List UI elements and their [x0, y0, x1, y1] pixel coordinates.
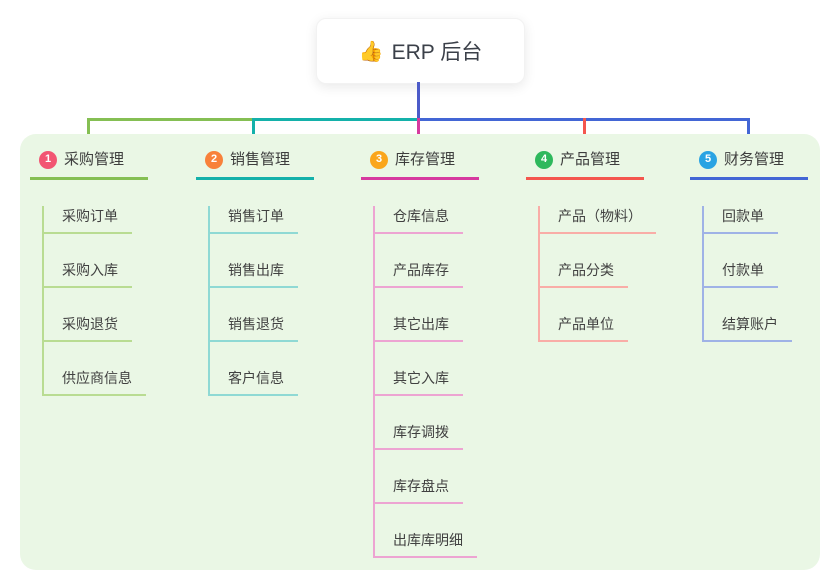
node-stock-count[interactable]: 库存盘点: [375, 476, 463, 504]
node-product-material[interactable]: 产品（物料）: [540, 206, 656, 234]
node-purchase-order[interactable]: 采购订单: [44, 206, 132, 234]
branch-label-text: 采购管理: [64, 151, 125, 168]
connector-root-drop: [417, 82, 420, 121]
branch-purchase-label[interactable]: 1 采购管理: [30, 150, 148, 180]
connector-drop-branch4: [583, 118, 586, 148]
root-title: ERP 后台: [391, 41, 483, 64]
node-stock-transfer[interactable]: 库存调拨: [375, 422, 463, 450]
node-sales-outbound[interactable]: 销售出库: [210, 260, 298, 288]
node-sales-return[interactable]: 销售退货: [210, 314, 298, 342]
node-other-inbound[interactable]: 其它入库: [375, 368, 463, 396]
badge-1: 1: [39, 150, 57, 169]
branch-product-children: 产品（物料） 产品分类 产品单位: [538, 206, 656, 342]
node-receipt-bill[interactable]: 回款单: [704, 206, 778, 234]
branch-sales-label[interactable]: 2 销售管理: [196, 150, 314, 180]
connector-bus-left: [87, 118, 253, 121]
branch-finance-label[interactable]: 5 财务管理: [690, 150, 808, 180]
node-product-category[interactable]: 产品分类: [540, 260, 628, 288]
branch-label-text: 库存管理: [395, 151, 456, 168]
branch-finance: 5 财务管理 回款单 付款单 结算账户: [690, 150, 808, 342]
node-product-unit[interactable]: 产品单位: [540, 314, 628, 342]
badge-5: 5: [699, 150, 717, 169]
node-supplier-info[interactable]: 供应商信息: [44, 368, 146, 396]
badge-3: 3: [370, 150, 388, 169]
branch-sales-children: 销售订单 销售出库 销售退货 客户信息: [208, 206, 314, 396]
branches-panel: [20, 134, 820, 570]
branch-product-label[interactable]: 4 产品管理: [526, 150, 644, 180]
node-payment-bill[interactable]: 付款单: [704, 260, 778, 288]
node-purchase-return[interactable]: 采购退货: [44, 314, 132, 342]
branch-sales: 2 销售管理 销售订单 销售出库 销售退货 客户信息: [196, 150, 314, 396]
thumbs-up-icon: 👍: [358, 40, 384, 63]
branch-inventory: 3 库存管理 仓库信息 产品库存 其它出库 其它入库 库存调拨 库存盘点 出库库…: [361, 150, 479, 558]
branch-inventory-label[interactable]: 3 库存管理: [361, 150, 479, 180]
branch-label-text: 财务管理: [724, 151, 785, 168]
node-purchase-inbound[interactable]: 采购入库: [44, 260, 132, 288]
connector-drop-branch2: [252, 118, 255, 148]
node-settlement-account[interactable]: 结算账户: [704, 314, 792, 342]
badge-2: 2: [205, 150, 223, 169]
branch-label-text: 产品管理: [560, 151, 621, 168]
root-node[interactable]: 👍 ERP 后台: [316, 18, 525, 84]
node-product-stock[interactable]: 产品库存: [375, 260, 463, 288]
badge-4: 4: [535, 150, 553, 169]
connector-bus-mid: [253, 118, 418, 121]
node-sales-order[interactable]: 销售订单: [210, 206, 298, 234]
connector-drop-branch5: [747, 118, 750, 148]
branch-inventory-children: 仓库信息 产品库存 其它出库 其它入库 库存调拨 库存盘点 出库库明细: [373, 206, 479, 558]
branch-finance-children: 回款单 付款单 结算账户: [702, 206, 808, 342]
branch-product: 4 产品管理 产品（物料） 产品分类 产品单位: [526, 150, 656, 342]
node-outbound-detail[interactable]: 出库库明细: [375, 530, 477, 558]
branch-purchase: 1 采购管理 采购订单 采购入库 采购退货 供应商信息: [30, 150, 148, 396]
branch-purchase-children: 采购订单 采购入库 采购退货 供应商信息: [42, 206, 148, 396]
branch-label-text: 销售管理: [230, 151, 291, 168]
node-other-outbound[interactable]: 其它出库: [375, 314, 463, 342]
node-warehouse-info[interactable]: 仓库信息: [375, 206, 463, 234]
connector-drop-branch3: [417, 118, 420, 148]
connector-drop-branch1: [87, 118, 90, 146]
node-customer-info[interactable]: 客户信息: [210, 368, 298, 396]
